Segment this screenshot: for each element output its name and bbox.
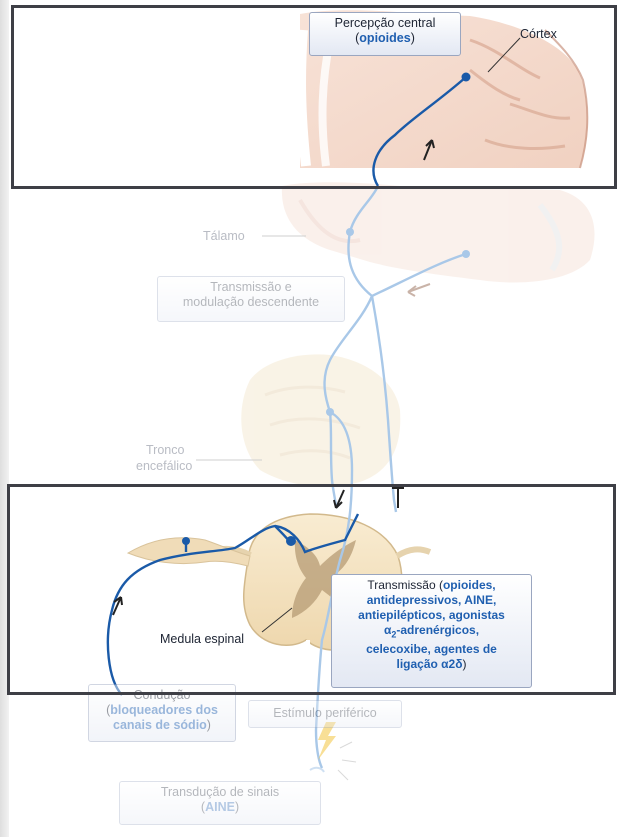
- descending-line2: modulação descendente: [162, 295, 340, 310]
- transduction-title: Transdução de sinais: [124, 785, 316, 800]
- peripheral-stimulus-label: Estímulo periférico: [273, 706, 377, 720]
- conduction-drug-line1: (bloqueadores dos: [93, 703, 231, 718]
- conduction-drug-line2: canais de sódio): [93, 718, 231, 733]
- thalamus-label: Tálamo: [203, 229, 245, 243]
- central-perception-title: Percepção central: [314, 16, 456, 31]
- spinal-cord-label: Medula espinal: [160, 632, 244, 646]
- cortex-label: Córtex: [520, 27, 557, 41]
- thalamus-region: [282, 182, 595, 282]
- transmission-line2: antidepressivos, AINE,: [336, 593, 527, 608]
- descending-modulation-box: Transmissão e modulação descendente: [157, 276, 345, 322]
- transmission-line1: Transmissão (opioides,: [336, 578, 527, 593]
- central-perception-box: Percepção central (opioides): [309, 12, 461, 56]
- conduction-box: Condução (bloqueadores dos canais de sód…: [88, 684, 236, 742]
- transmission-line4: α2-adrenérgicos,: [336, 623, 527, 642]
- peripheral-stimulus-box: Estímulo periférico: [248, 700, 402, 728]
- transmission-line6: ligação α2δ): [336, 657, 527, 672]
- brainstem-label-line1: Tronco: [146, 443, 184, 457]
- conduction-title: Condução: [93, 688, 231, 703]
- brainstem: [241, 354, 400, 486]
- central-perception-drug-line: (opioides): [314, 31, 456, 46]
- transmission-line3: antiepilépticos, agonistas: [336, 608, 527, 623]
- transmission-line5: celecoxibe, agentes de: [336, 642, 527, 657]
- opioids-drug-label: opioides: [359, 31, 410, 45]
- transmission-box: Transmissão (opioides, antidepressivos, …: [331, 574, 532, 688]
- transduction-drug-line: (AINE): [124, 800, 316, 815]
- brainstem-label-line2: encefálico: [136, 459, 192, 473]
- transduction-box: Transdução de sinais (AINE): [119, 781, 321, 825]
- descending-line1: Transmissão e: [162, 280, 340, 295]
